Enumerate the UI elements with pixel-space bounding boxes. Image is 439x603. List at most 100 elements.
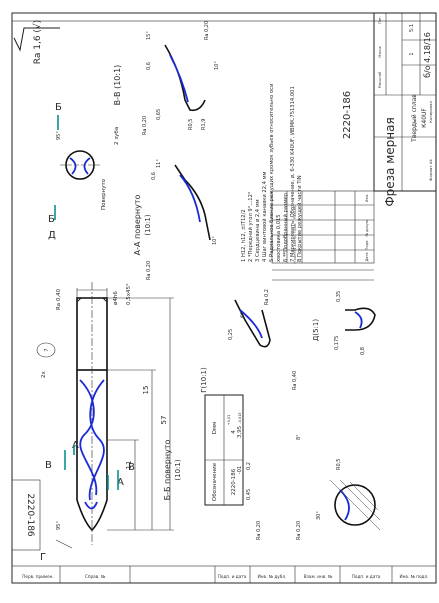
side-strip: Перв. примен. Справ. № Подп. и дата Инв.… [11, 565, 437, 584]
svg-text:Б: Б [55, 102, 62, 113]
sheet-value: 1 [409, 52, 415, 55]
svg-text:R0,5: R0,5 [336, 459, 342, 470]
general-roughness: Ra 1,6 (√) [13, 20, 60, 64]
table-header-designation: Обозначение [212, 462, 218, 501]
svg-text:2 зуба: 2 зуба [114, 127, 120, 145]
scale-label: Масштаб [378, 72, 382, 89]
svg-text:R0,5: R0,5 [188, 119, 194, 130]
svg-text:0,8: 0,8 [360, 347, 366, 355]
lit-label: Лит. [378, 16, 382, 24]
svg-text:Инв. № дубл.: Инв. № дубл. [258, 574, 287, 579]
svg-text:Подп. и дата: Подп. и дата [218, 574, 247, 579]
note-5: 5 Радиальное биение режущих кромок зубье… [269, 84, 275, 262]
svg-text:6°: 6° [240, 312, 246, 318]
svg-text:ø4h6: ø4h6 [113, 291, 119, 305]
note-3: 3 Сердцевина ø 2,4 мм [255, 199, 261, 262]
svg-text:Ra 0,40: Ra 0,40 [56, 288, 62, 310]
table-cell-d-tol: +0,01 [227, 415, 231, 426]
svg-text:А-А повернуто: А-А повернуто [133, 195, 142, 256]
svg-text:Пров.: Пров. [293, 223, 297, 233]
svg-text:Ra 0,20: Ra 0,20 [256, 521, 262, 540]
svg-text:0,175: 0,175 [334, 336, 340, 350]
svg-text:Взам. инв. №: Взам. инв. № [304, 574, 333, 579]
svg-text:11°: 11° [156, 159, 162, 168]
svg-text:(10:1): (10:1) [174, 459, 182, 480]
detail-g: Г(10:1) 6° 0,25 Ra 0,2 [200, 289, 271, 393]
svg-text:15: 15 [142, 386, 150, 395]
notes: 1 H12, h12, ±IT12/2 2 *Передний угол 9°.… [241, 84, 303, 262]
svg-text:0,25: 0,25 [228, 329, 234, 340]
svg-text:57: 57 [160, 416, 168, 425]
table-cell-suffix: -01 [237, 466, 243, 474]
section-a-a: А-А повернуто (10:1) 0,6 11° 10° Ra 0,20 [133, 159, 218, 280]
svg-text:Ra 0,20: Ra 0,20 [296, 521, 302, 540]
designation: 2220-186 [342, 91, 353, 139]
svg-text:8°: 8° [296, 434, 302, 440]
svg-text:95°: 95° [56, 131, 62, 140]
svg-text:0,5x45°: 0,5x45° [126, 283, 132, 305]
svg-text:95°: 95° [56, 521, 62, 530]
svg-text:7: 7 [44, 348, 50, 351]
svg-text:Разраб.: Разраб. [293, 205, 297, 219]
format-label: Формат А4 [428, 159, 433, 181]
svg-text:В: В [45, 460, 52, 471]
end-view: Б Б Д 2 зуба Повернуто 95° [48, 102, 120, 241]
svg-text:А: А [117, 477, 124, 488]
svg-text:10°: 10° [212, 236, 218, 245]
svg-text:Повернуто: Повернуто [101, 178, 107, 210]
svg-text:(10:1): (10:1) [144, 214, 152, 235]
svg-text:№ докум.: № докум. [365, 219, 369, 236]
svg-text:0,6: 0,6 [146, 62, 152, 70]
svg-text:Д: Д [48, 230, 56, 241]
main-view-cutter: 57 15 11 ø4h6 0,5x45° Ra 0,40 7 2x А В В… [36, 282, 174, 563]
table-cell-designation: 2220-186 [231, 468, 237, 495]
svg-text:R1,9: R1,9 [201, 119, 207, 130]
note-2: 2 *Передний угол 9°...12° [247, 191, 254, 262]
table-cell-d: 4 [231, 430, 237, 434]
svg-text:11: 11 [125, 461, 133, 470]
section-b-b: Б-Б повернуто (10:1) [163, 440, 182, 501]
svg-text:Б: Б [48, 214, 55, 225]
svg-text:А: А [72, 440, 79, 451]
note-8: 8 Покрытие режущей части TiN [296, 175, 303, 262]
svg-text:0,45: 0,45 [246, 489, 252, 500]
svg-text:Перв. примен.: Перв. примен. [22, 574, 53, 579]
svg-text:2x: 2x [41, 371, 47, 378]
table-cell-d2-tol: -0,015 [238, 412, 242, 423]
section-v-v: В-В (10:1) 15° 0,6 0,65 R0,5 R1,9 10° Ra… [113, 21, 220, 135]
note-1: 1 H12, h12, ±IT12/2 [241, 209, 247, 262]
svg-text:Г: Г [40, 552, 46, 563]
section-bottom-right: 8° 30° 0,2 0,45 R0,5 Ra 0,40 Ra 0,20 Ra … [246, 371, 381, 540]
group-code: б/о 4.18/16 [423, 32, 432, 78]
svg-text:0,6: 0,6 [151, 172, 157, 180]
svg-text:Н.контр.: Н.контр. [293, 248, 297, 264]
scale-value: 5:1 [409, 24, 415, 32]
roughness-general: Ra 1,6 (√) [32, 20, 43, 64]
svg-text:0,35: 0,35 [336, 291, 342, 302]
table-cell-d2: 3,95 [237, 425, 243, 438]
svg-text:Подп. и дата: Подп. и дата [352, 574, 381, 579]
svg-text:Г(10:1): Г(10:1) [200, 367, 208, 393]
note-4: 4 Шаг винтовой канавки 22,4 мм [261, 171, 268, 262]
svg-text:Ra 0,20: Ra 0,20 [146, 261, 152, 280]
svg-text:Ra 0,40: Ra 0,40 [292, 371, 298, 390]
material-line2: К40UF [421, 108, 428, 128]
mass-label: Масса [378, 46, 382, 57]
svg-text:Инв. № подл.: Инв. № подл. [400, 574, 429, 579]
svg-text:Дата: Дата [365, 252, 369, 261]
svg-text:Ra 0,20: Ra 0,20 [142, 116, 148, 135]
note-7: 7 Маркировать: Обозначение, ø, 6-330 K40… [290, 86, 296, 262]
note-6: 6 **Подобранный размер [282, 192, 289, 262]
designation-stamp: 2220-186 [11, 479, 41, 551]
svg-text:Изм.: Изм. [365, 194, 369, 202]
title-block: 5:1 1 б/о 4.18/16 Фреза мерная Твердый с… [342, 12, 437, 207]
detail-d: Д(5:1) 0,35 0,175 0,8 [312, 291, 376, 355]
note-5b: хвостовика 0,015 [276, 214, 282, 262]
copied-label: Копировал [428, 101, 433, 123]
svg-text:10°: 10° [214, 61, 220, 70]
material-line1: Твердый сплав [411, 94, 418, 143]
designation-stamp-text: 2220-186 [25, 493, 35, 537]
svg-text:Ra 0,20: Ra 0,20 [204, 21, 210, 40]
